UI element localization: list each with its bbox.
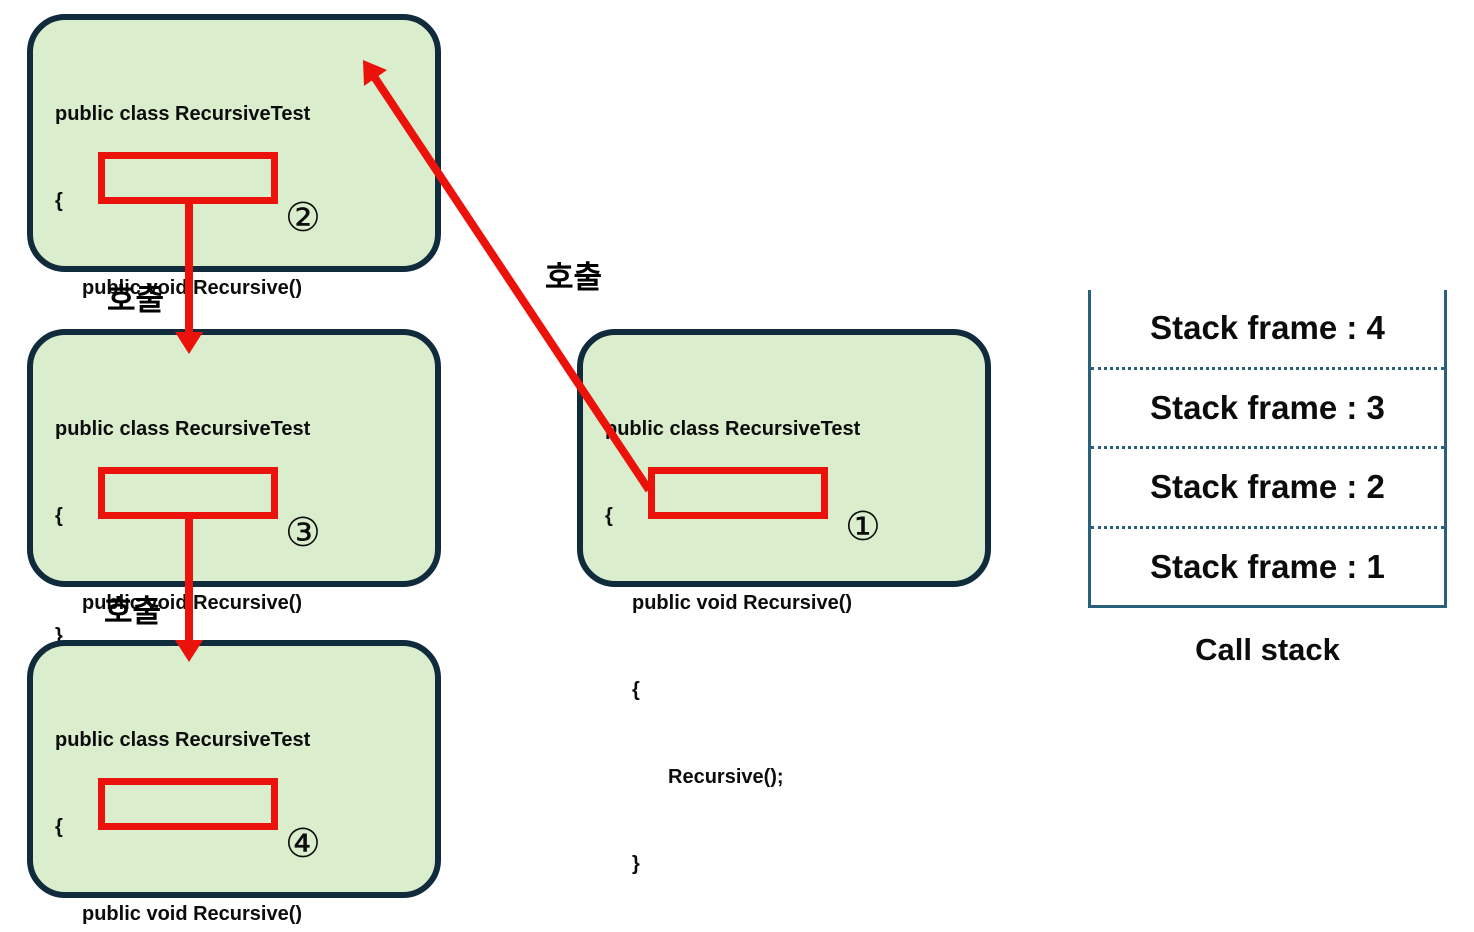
recursive-call-highlight [648, 467, 828, 519]
code-line: { [55, 505, 63, 527]
step-badge: ④ [285, 822, 321, 866]
code-block: public class RecursiveTest { public void… [583, 335, 860, 932]
recursive-call-highlight [98, 152, 278, 204]
code-box-step-3: public class RecursiveTest { public void… [27, 329, 441, 875]
recursive-call-highlight [98, 778, 278, 830]
code-box-step-1: public class RecursiveTest { public void… [577, 329, 991, 875]
stack-frame-row: Stack frame : 1 [1150, 547, 1385, 585]
step-badge: ① [845, 505, 881, 549]
code-line: } [632, 853, 640, 875]
code-block: public class RecursiveTest { public void… [33, 646, 310, 932]
call-stack: Stack frame : 4 Stack frame : 3 Stack fr… [1088, 290, 1447, 608]
code-line: { [55, 190, 63, 212]
call-label: 호출 [107, 282, 165, 317]
code-line: { [605, 505, 613, 527]
code-line: public void Recursive() [82, 592, 303, 614]
code-line: { [55, 816, 63, 838]
code-line: { [632, 679, 640, 701]
code-line: public class RecursiveTest [55, 729, 311, 751]
stack-frame-row: Stack frame : 3 [1091, 370, 1444, 449]
call-label: 호출 [104, 594, 162, 629]
step-badge: ③ [285, 511, 321, 555]
call-stack-caption: Call stack [1195, 632, 1340, 667]
code-line: public class RecursiveTest [605, 418, 861, 440]
stack-frame-row: Stack frame : 2 [1091, 449, 1444, 529]
step-badge: ② [285, 196, 321, 240]
code-box-step-4: public class RecursiveTest { public void… [27, 640, 441, 925]
code-line: public void Recursive() [82, 277, 303, 299]
call-label: 호출 [545, 260, 603, 295]
code-line: } [55, 625, 63, 647]
code-line: public void Recursive() [632, 592, 853, 614]
code-box-step-2: public class RecursiveTest { public void… [27, 14, 441, 647]
recursive-call-highlight [98, 467, 278, 519]
code-line: public class RecursiveTest [55, 418, 311, 440]
code-line: public class RecursiveTest [55, 103, 311, 125]
stack-frame-row: Stack frame : 4 [1091, 290, 1444, 370]
code-line: public void Recursive() [82, 903, 303, 925]
code-line-recursive-call: Recursive(); [668, 766, 784, 788]
